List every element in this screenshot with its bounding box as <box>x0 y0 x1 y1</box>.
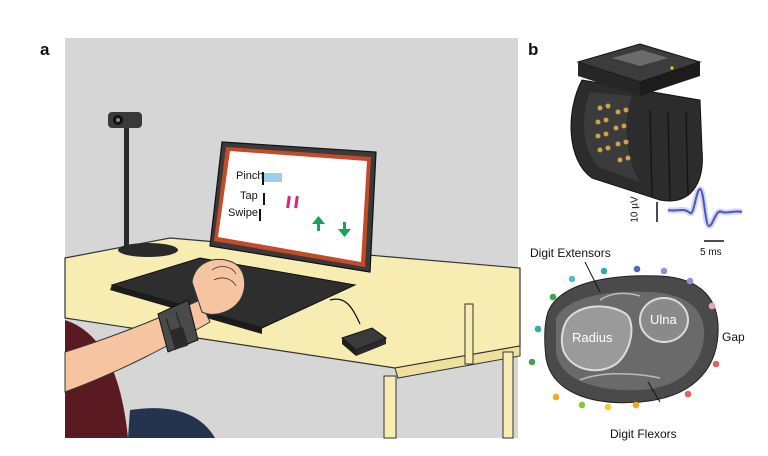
emg-waveform <box>656 185 743 242</box>
electrode-dot <box>552 393 560 401</box>
radius-bone <box>560 305 633 372</box>
time-scale-label: 5 ms <box>700 247 722 258</box>
swipe-up-arrow <box>312 216 325 231</box>
electrode-pads <box>595 103 631 163</box>
label-ulna: Ulna <box>650 312 677 327</box>
label-digit-extensors: Digit Extensors <box>530 246 611 260</box>
webcam-icon <box>108 112 178 257</box>
electrode-dot <box>684 390 692 398</box>
label-radius: Radius <box>572 330 613 345</box>
tap-cursor <box>263 193 265 205</box>
electrode-dot <box>632 401 640 409</box>
table-leg-right <box>502 351 514 439</box>
panel-label-b: b <box>528 40 539 59</box>
electrode-dot <box>686 277 694 285</box>
laptop-screen <box>218 151 367 262</box>
tap-mark-1 <box>286 195 291 209</box>
electrode-dot <box>604 403 612 411</box>
emg-wristband-device <box>570 43 703 202</box>
electrode-dot <box>578 401 586 409</box>
hand <box>191 258 246 315</box>
ulna-bone <box>639 297 689 343</box>
label-digit-flexors: Digit Flexors <box>610 427 677 441</box>
tap-mark-2 <box>294 195 299 209</box>
pinch-cursor <box>262 172 264 185</box>
electrode-dot <box>549 293 557 301</box>
table-leg-front <box>383 375 397 439</box>
gesture-label-swipe: Swipe <box>228 207 258 219</box>
pinch-bar <box>264 173 282 182</box>
wrist-cross-section <box>544 261 719 404</box>
panel-label-a: a <box>40 40 50 59</box>
gesture-label-tap: Tap <box>240 190 258 202</box>
electrode-dot <box>528 358 536 366</box>
electrode-dot <box>534 325 542 333</box>
electrode-dot <box>600 267 608 275</box>
pants <box>128 408 215 438</box>
swipe-down-arrow <box>338 222 351 237</box>
electrode-dot <box>712 360 720 368</box>
electrode-dot <box>708 302 716 310</box>
emg-wristband-icon <box>157 299 199 353</box>
voltage-scale-label: 10 µV <box>629 196 641 223</box>
table-edge <box>394 345 521 379</box>
usb-receiver-icon <box>329 298 388 356</box>
swipe-cursor <box>259 209 261 221</box>
fingers <box>211 266 237 287</box>
electrode-dots <box>528 265 720 411</box>
electrode-dot <box>568 275 576 283</box>
electrode-dot <box>660 267 668 275</box>
electrode-dot <box>633 265 641 273</box>
gesture-label-pinch: Pinch <box>236 170 264 182</box>
label-gap: Gap <box>722 330 745 344</box>
table-leg-back <box>464 303 474 365</box>
